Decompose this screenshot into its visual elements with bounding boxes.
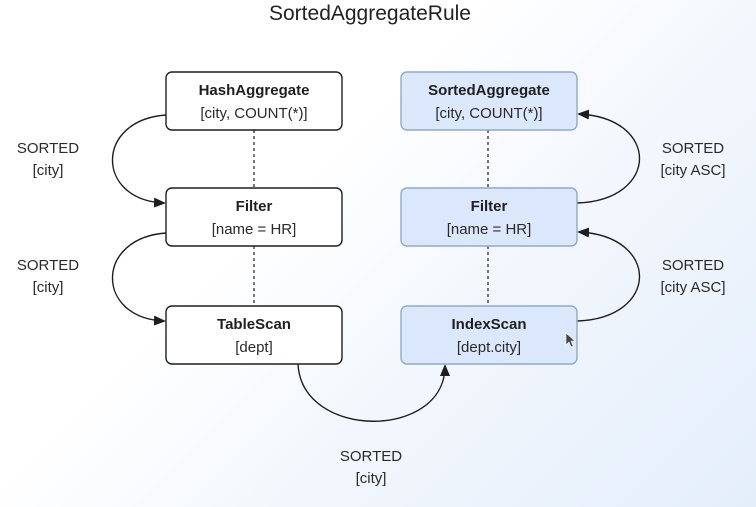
node-hash-aggregate-detail: [city, COUNT(*)] xyxy=(200,105,307,122)
edge-label-bottom: SORTED [city] xyxy=(340,448,402,487)
node-table-scan-detail: [dept] xyxy=(235,339,273,356)
node-index-scan-title: IndexScan xyxy=(451,316,526,333)
node-sorted-aggregate: SortedAggregate [city, COUNT(*)] xyxy=(400,71,578,131)
svg-text:SORTED: SORTED xyxy=(662,140,724,157)
node-left-filter-title: Filter xyxy=(236,198,273,215)
svg-text:[city]: [city] xyxy=(33,279,64,296)
node-hash-aggregate-title: HashAggregate xyxy=(199,82,310,99)
node-left-filter-detail: [name = HR] xyxy=(212,221,297,238)
edge-label-left-top: SORTED [city] xyxy=(17,140,79,179)
node-right-filter: Filter [name = HR] xyxy=(400,187,578,247)
svg-text:[city]: [city] xyxy=(356,470,387,487)
arrow-right-scan-to-filter xyxy=(576,227,641,322)
edge-label-right-bottom: SORTED [city ASC] xyxy=(660,257,725,296)
svg-text:[city ASC]: [city ASC] xyxy=(660,162,725,179)
node-right-filter-title: Filter xyxy=(471,198,508,215)
svg-text:[city ASC]: [city ASC] xyxy=(660,279,725,296)
arrow-left-filter-to-scan xyxy=(111,232,167,326)
arrow-right-filter-to-agg xyxy=(576,109,641,204)
svg-text:SORTED: SORTED xyxy=(340,448,402,465)
node-table-scan: TableScan [dept] xyxy=(165,305,343,365)
node-hash-aggregate: HashAggregate [city, COUNT(*)] xyxy=(165,71,343,131)
svg-text:SORTED: SORTED xyxy=(662,257,724,274)
svg-text:SORTED: SORTED xyxy=(17,257,79,274)
node-left-filter: Filter [name = HR] xyxy=(165,187,343,247)
svg-text:SORTED: SORTED xyxy=(17,140,79,157)
node-right-filter-detail: [name = HR] xyxy=(447,221,532,238)
edge-label-right-top: SORTED [city ASC] xyxy=(660,140,725,179)
node-index-scan-detail: [dept.city] xyxy=(457,339,521,356)
arrow-tablescan-to-indexscan xyxy=(297,363,450,422)
svg-text:[city]: [city] xyxy=(33,162,64,179)
node-index-scan: IndexScan [dept.city] xyxy=(400,305,578,365)
diagram-title: SortedAggregateRule xyxy=(269,2,471,25)
mouse-cursor-icon xyxy=(565,332,576,348)
edge-label-left-bottom: SORTED [city] xyxy=(17,257,79,296)
node-sorted-aggregate-title: SortedAggregate xyxy=(428,82,550,99)
node-sorted-aggregate-detail: [city, COUNT(*)] xyxy=(435,105,542,122)
node-table-scan-title: TableScan xyxy=(217,316,291,333)
arrow-left-agg-to-filter xyxy=(111,114,167,208)
